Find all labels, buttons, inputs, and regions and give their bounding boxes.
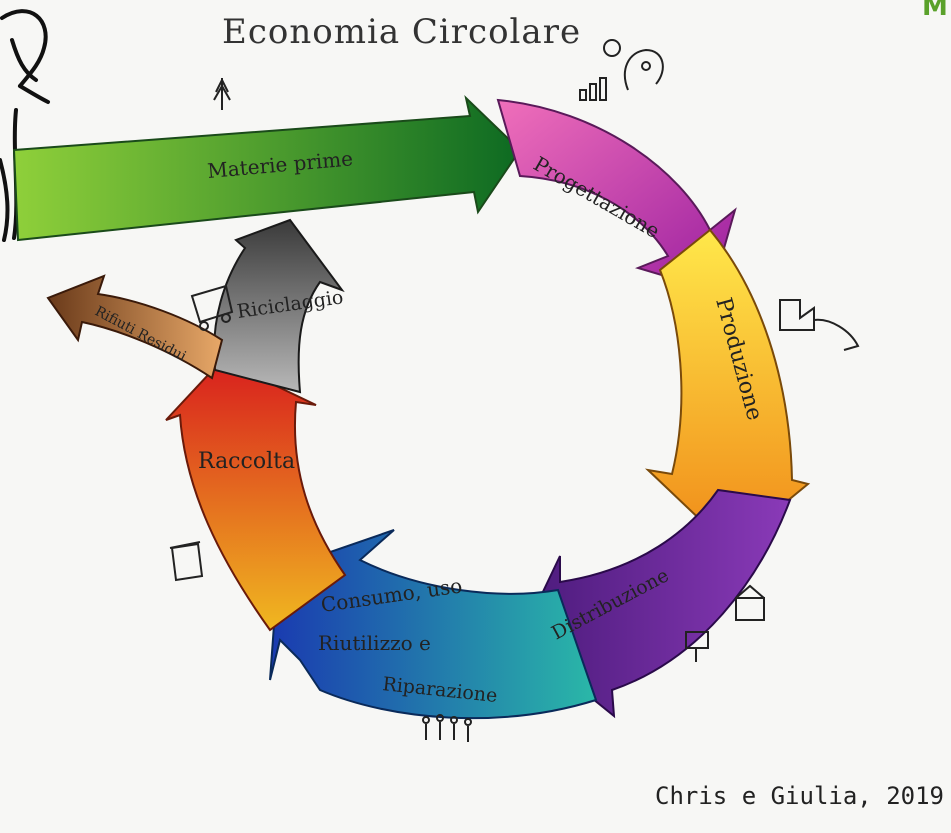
arrow-materie-prime <box>12 94 522 242</box>
arrow-rifiuti <box>46 274 224 380</box>
label-raccolta: Raccolta <box>198 449 295 474</box>
people-icon <box>422 714 472 742</box>
arrow-raccolta <box>165 358 347 632</box>
arrow-consumo <box>269 529 598 720</box>
bin-icon <box>169 541 204 582</box>
arrow-riciclaggio <box>213 218 345 394</box>
arrow-distribuzione <box>518 488 792 719</box>
recycle-truck-icon <box>190 284 234 331</box>
page-title: Economia Circolare <box>222 12 582 52</box>
author-credit: Chris e Giulia, 2019 <box>655 782 944 810</box>
corner-mark: M <box>922 0 948 22</box>
idea-chart-icon <box>579 39 664 101</box>
shop-icon <box>685 584 765 662</box>
label-consumo-2: Riutilizzo e <box>318 631 431 655</box>
factory-icon <box>779 299 860 351</box>
tree-icon <box>213 77 231 110</box>
arrow-progettazione <box>496 98 737 292</box>
